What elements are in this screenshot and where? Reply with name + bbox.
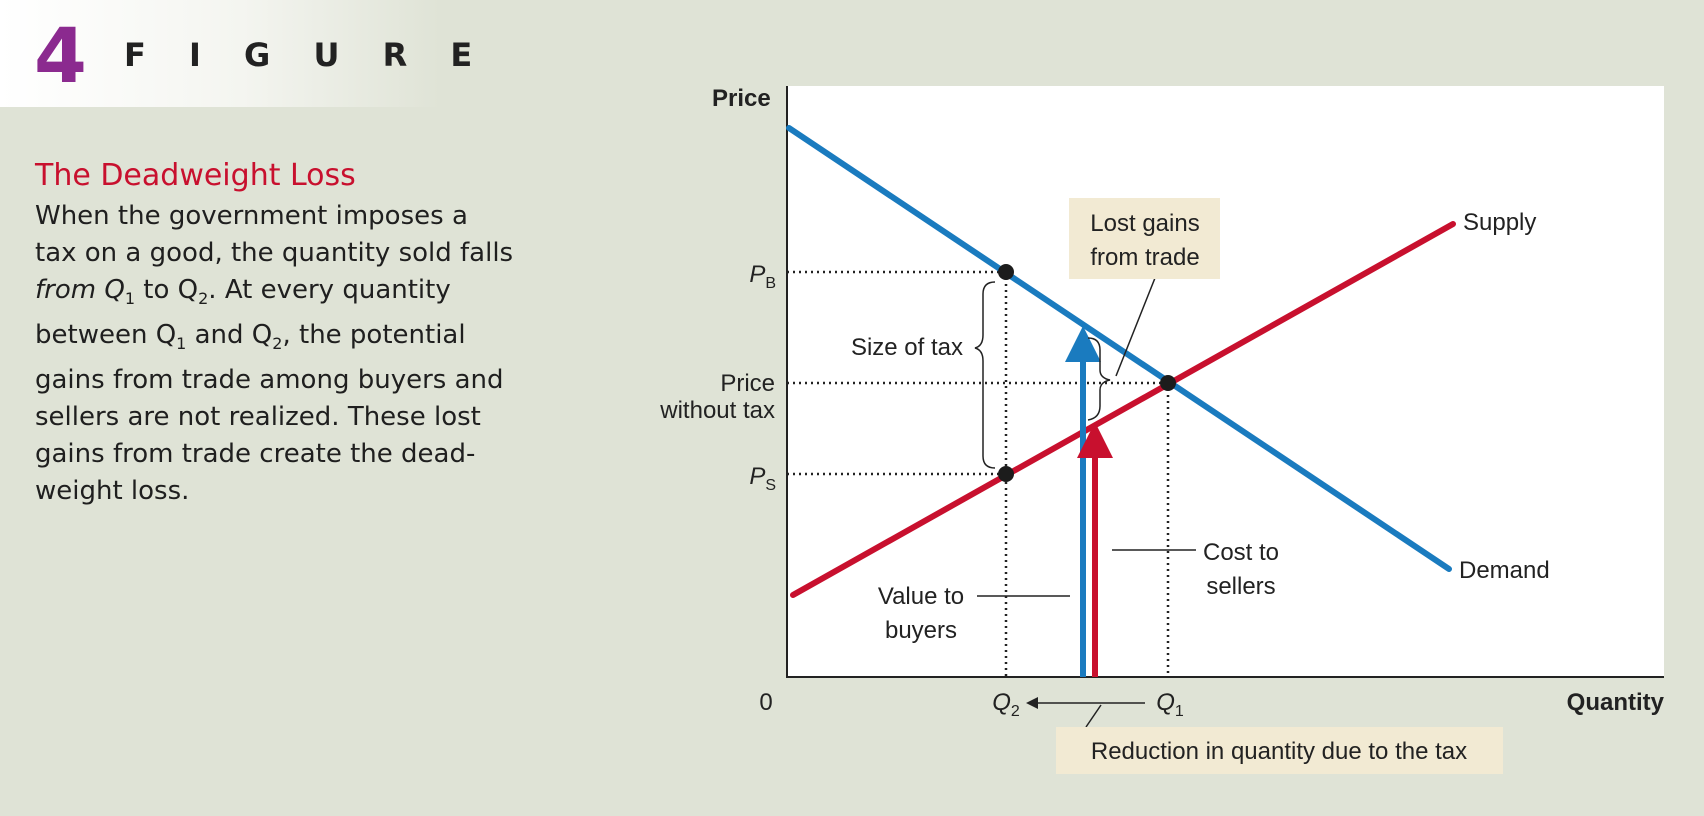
equilibrium-point bbox=[1160, 375, 1176, 391]
lost-gains-brace bbox=[1087, 337, 1111, 421]
origin-label: 0 bbox=[759, 689, 772, 716]
lost-gains-text-1: Lost gains bbox=[1090, 210, 1199, 237]
value-to-buyers-text-1: Value to bbox=[878, 583, 964, 610]
pb-point bbox=[998, 264, 1014, 280]
supply-curve bbox=[790, 221, 1456, 598]
cost-to-sellers-text-2: sellers bbox=[1206, 573, 1275, 600]
caption-q: from Q bbox=[35, 275, 125, 305]
guide-lines bbox=[787, 270, 1170, 677]
ps-point bbox=[998, 466, 1014, 482]
plot-area bbox=[787, 86, 1664, 677]
caption-line: between Q1 and Q2, the potential bbox=[35, 320, 466, 354]
pb-label: PB bbox=[749, 261, 776, 292]
caption-line: gains from trade among buyers and bbox=[35, 365, 504, 396]
demand-label: Demand bbox=[1459, 557, 1550, 584]
supply-label: Supply bbox=[1463, 209, 1536, 236]
x-axis-label: Quantity bbox=[1567, 689, 1665, 716]
size-of-tax-label: Size of tax bbox=[851, 334, 963, 361]
lost-gains-leader bbox=[1115, 277, 1156, 377]
caption-line: sellers are not realized. These lost bbox=[35, 402, 481, 433]
caption-line: weight loss. bbox=[35, 476, 190, 507]
price-without-tax-2: without tax bbox=[659, 397, 775, 424]
figure-header-band bbox=[0, 0, 440, 107]
cost-to-sellers-text-1: Cost to bbox=[1203, 539, 1279, 566]
reduction-callout bbox=[1056, 727, 1503, 774]
figure-number: 4 bbox=[34, 11, 87, 100]
price-without-tax-1: Price bbox=[720, 370, 775, 397]
q1-label: Q1 bbox=[1156, 689, 1184, 720]
lost-gains-callout bbox=[1069, 198, 1220, 279]
ps-label: PS bbox=[749, 463, 776, 494]
lost-gains-text-2: from trade bbox=[1090, 244, 1199, 271]
value-to-buyers-text-2: buyers bbox=[885, 617, 957, 644]
y-axis-label: Price bbox=[712, 85, 771, 112]
caption-line: tax on a good, the quantity sold falls bbox=[35, 238, 514, 268]
figure-word: F I G U R E bbox=[124, 36, 489, 74]
caption-line: gains from trade create the dead- bbox=[35, 439, 476, 470]
caption-title: The Deadweight Loss bbox=[35, 158, 356, 193]
reduction-text: Reduction in quantity due to the tax bbox=[1091, 738, 1467, 765]
caption-line: When the government imposes a bbox=[35, 201, 468, 231]
demand-curve bbox=[786, 125, 1452, 572]
reduction-leader bbox=[1085, 704, 1102, 728]
caption-line: from Q1 to Q2. At every quantity bbox=[35, 275, 451, 309]
q2-label: Q2 bbox=[992, 689, 1020, 720]
size-of-tax-brace bbox=[974, 281, 996, 469]
caption-body: When the government imposes a tax on a g… bbox=[35, 198, 555, 510]
